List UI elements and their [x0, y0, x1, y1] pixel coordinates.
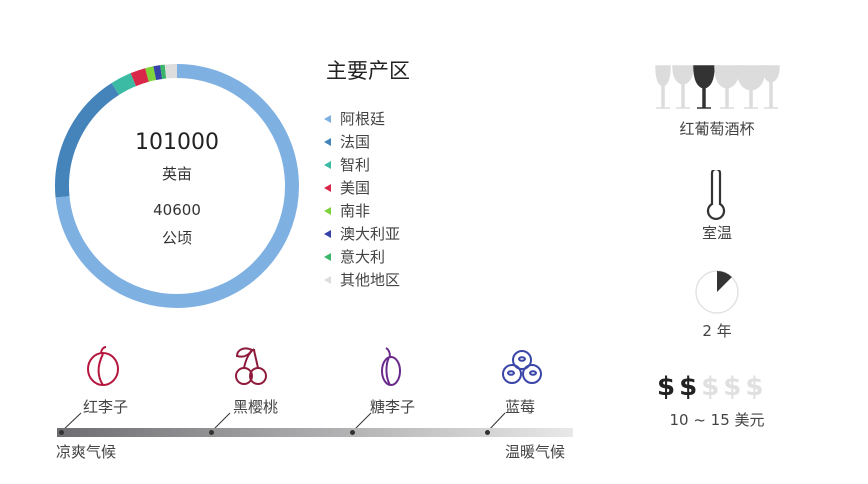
legend-marker-icon [324, 252, 331, 261]
flavor-label: 红李子 [83, 398, 129, 416]
legend-label: 澳大利亚 [340, 225, 401, 243]
donut-slice-3 [130, 68, 149, 87]
legend-item: 意大利 [324, 245, 400, 268]
flavor-marker [59, 430, 64, 435]
wine-glass-icon [672, 65, 694, 109]
wine-glass-icon [714, 65, 740, 109]
warm-climate-label: 温暖气候 [505, 443, 566, 461]
cool-climate-label: 凉爽气候 [56, 443, 117, 461]
area-hectares-unit: 公顷 [161, 229, 192, 247]
price-label: 10 ~ 15 美元 [669, 411, 765, 429]
donut-slice-1 [55, 82, 120, 198]
climate-gradient-bar [57, 428, 573, 437]
legend-label: 美国 [340, 179, 371, 197]
wine-glass-icon [693, 65, 715, 109]
legend-marker-icon [324, 160, 331, 169]
dollar-icon: $ [657, 372, 680, 402]
legend-item: 其他地区 [324, 268, 400, 291]
wine-glass-icon [762, 65, 780, 109]
aging-clock-icon [695, 270, 739, 314]
glass-selector [655, 65, 780, 109]
flavor-marker [485, 430, 490, 435]
red-plum-icon [87, 346, 119, 386]
area-acres-value: 101000 [135, 130, 219, 155]
flavor-label: 黑樱桃 [233, 398, 279, 416]
dollar-icon: $ [745, 372, 768, 402]
legend-label: 意大利 [340, 248, 386, 266]
donut-slice-0 [55, 64, 299, 308]
legend-marker-icon [324, 114, 331, 123]
wine-glass-icon [655, 65, 671, 109]
chart-title: 主要产区 [326, 59, 410, 83]
blueberry-icon [502, 350, 542, 384]
aging-fill [717, 271, 732, 292]
dollar-icon: $ [701, 372, 724, 402]
legend-item: 法国 [324, 130, 400, 153]
chart-legend: 阿根廷法国智利美国南非澳大利亚意大利其他地区 [324, 107, 400, 291]
flavor-label: 蓝莓 [505, 398, 536, 416]
dollar-icon: $ [679, 372, 702, 402]
legend-item: 智利 [324, 153, 400, 176]
donut-slice-6 [160, 64, 167, 80]
donut-slice-5 [153, 65, 163, 81]
legend-marker-icon [324, 206, 331, 215]
legend-label: 阿根廷 [340, 110, 386, 128]
legend-marker-icon [324, 275, 331, 284]
sugar-plum-icon [381, 347, 401, 386]
legend-label: 智利 [340, 156, 371, 174]
dollar-icon: $ [723, 372, 746, 402]
legend-item: 阿根廷 [324, 107, 400, 130]
wine-glass-icon [736, 65, 766, 109]
price-rating: $$$$$ [657, 372, 767, 402]
donut-slice-4 [145, 66, 157, 82]
legend-label: 其他地区 [340, 271, 401, 289]
black-cherry-icon [235, 347, 267, 385]
area-hectares-value: 40600 [153, 201, 201, 219]
legend-marker-icon [324, 137, 331, 146]
flavor-marker [209, 430, 214, 435]
thermometer-icon [706, 170, 726, 220]
region-donut-chart [55, 64, 299, 308]
legend-label: 法国 [340, 133, 371, 151]
legend-item: 美国 [324, 176, 400, 199]
area-acres-unit: 英亩 [161, 165, 192, 183]
legend-item: 澳大利亚 [324, 222, 400, 245]
glass-label: 红葡萄酒杯 [679, 120, 755, 138]
donut-slice-2 [111, 73, 137, 95]
legend-marker-icon [324, 183, 331, 192]
temperature-label: 室温 [701, 224, 732, 242]
legend-item: 南非 [324, 199, 400, 222]
flavor-label: 糖李子 [370, 398, 416, 416]
flavor-marker [350, 430, 355, 435]
donut-slice-7 [164, 64, 178, 79]
legend-label: 南非 [340, 202, 371, 220]
aging-label: 2 年 [702, 322, 732, 340]
legend-marker-icon [324, 229, 331, 238]
